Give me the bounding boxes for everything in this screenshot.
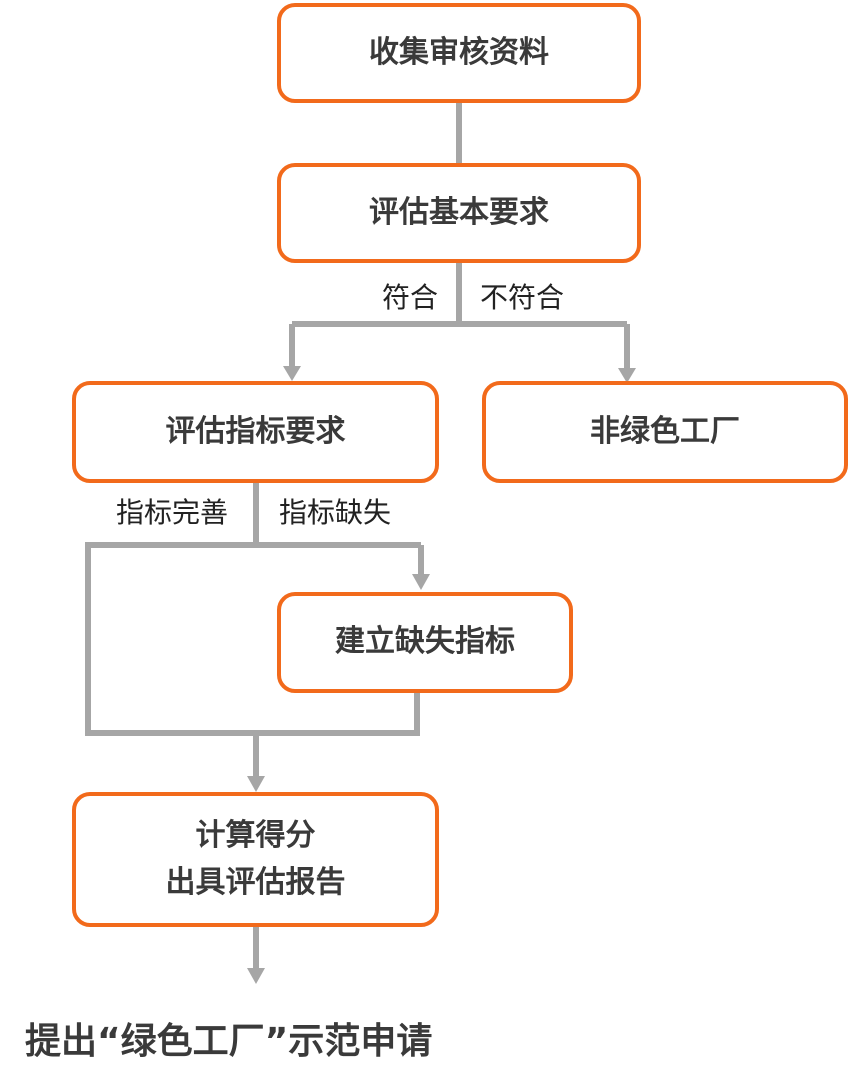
edge-label-indicator-missing: 指标缺失 (279, 496, 392, 529)
node-build-missing-label: 建立缺失指标 (335, 624, 515, 660)
connector-build-missing-return (256, 692, 420, 736)
node-non-green-label: 非绿色工厂 (590, 413, 740, 449)
node-calc-line2: 出具评估报告 (165, 864, 346, 900)
arrowhead-to-build-missing (412, 574, 430, 590)
arrowhead-to-non-green (618, 368, 636, 383)
edge-label-conform: 符合 (382, 281, 439, 314)
arrowhead-to-calc (247, 776, 265, 792)
arrowhead-to-indicator (283, 366, 301, 381)
node-build-missing-indicators: 建立缺失指标 (277, 592, 573, 693)
edge-label-indicator-complete: 指标完善 (116, 496, 229, 529)
connector-loop-left (85, 542, 421, 736)
edge-label-not-conform: 不符合 (480, 281, 565, 314)
node-non-green-factory: 非绿色工厂 (482, 381, 848, 483)
node-collect-label: 收集审核资料 (369, 34, 549, 70)
node-calc-line1: 计算得分 (195, 818, 316, 853)
final-step-apply-demonstration: 提出“绿色工厂”示范申请 (25, 1021, 433, 1062)
node-collect-review-materials: 收集审核资料 (277, 3, 641, 103)
node-indicator-label: 评估指标要求 (165, 413, 346, 449)
node-calculate-score-report: 计算得分 出具评估报告 (72, 792, 439, 927)
node-basic-label: 评估基本要求 (369, 194, 549, 230)
arrowhead-to-final (247, 968, 265, 984)
node-evaluate-indicator-requirements: 评估指标要求 (72, 381, 439, 483)
node-evaluate-basic-requirements: 评估基本要求 (277, 163, 641, 263)
